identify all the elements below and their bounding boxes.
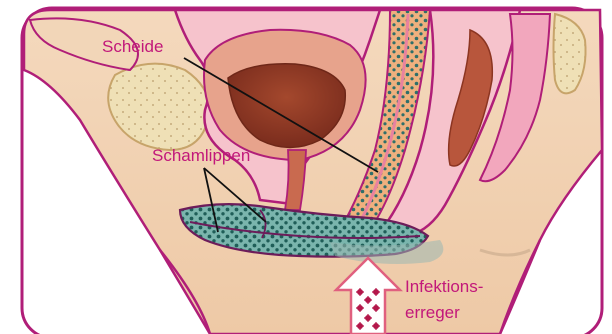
label-scheide: Scheide <box>102 37 163 56</box>
label-infektionserreger-2: erreger <box>405 303 460 322</box>
label-infektionserreger-1: Infektions- <box>405 277 483 296</box>
label-schamlippen: Schamlippen <box>152 146 250 165</box>
